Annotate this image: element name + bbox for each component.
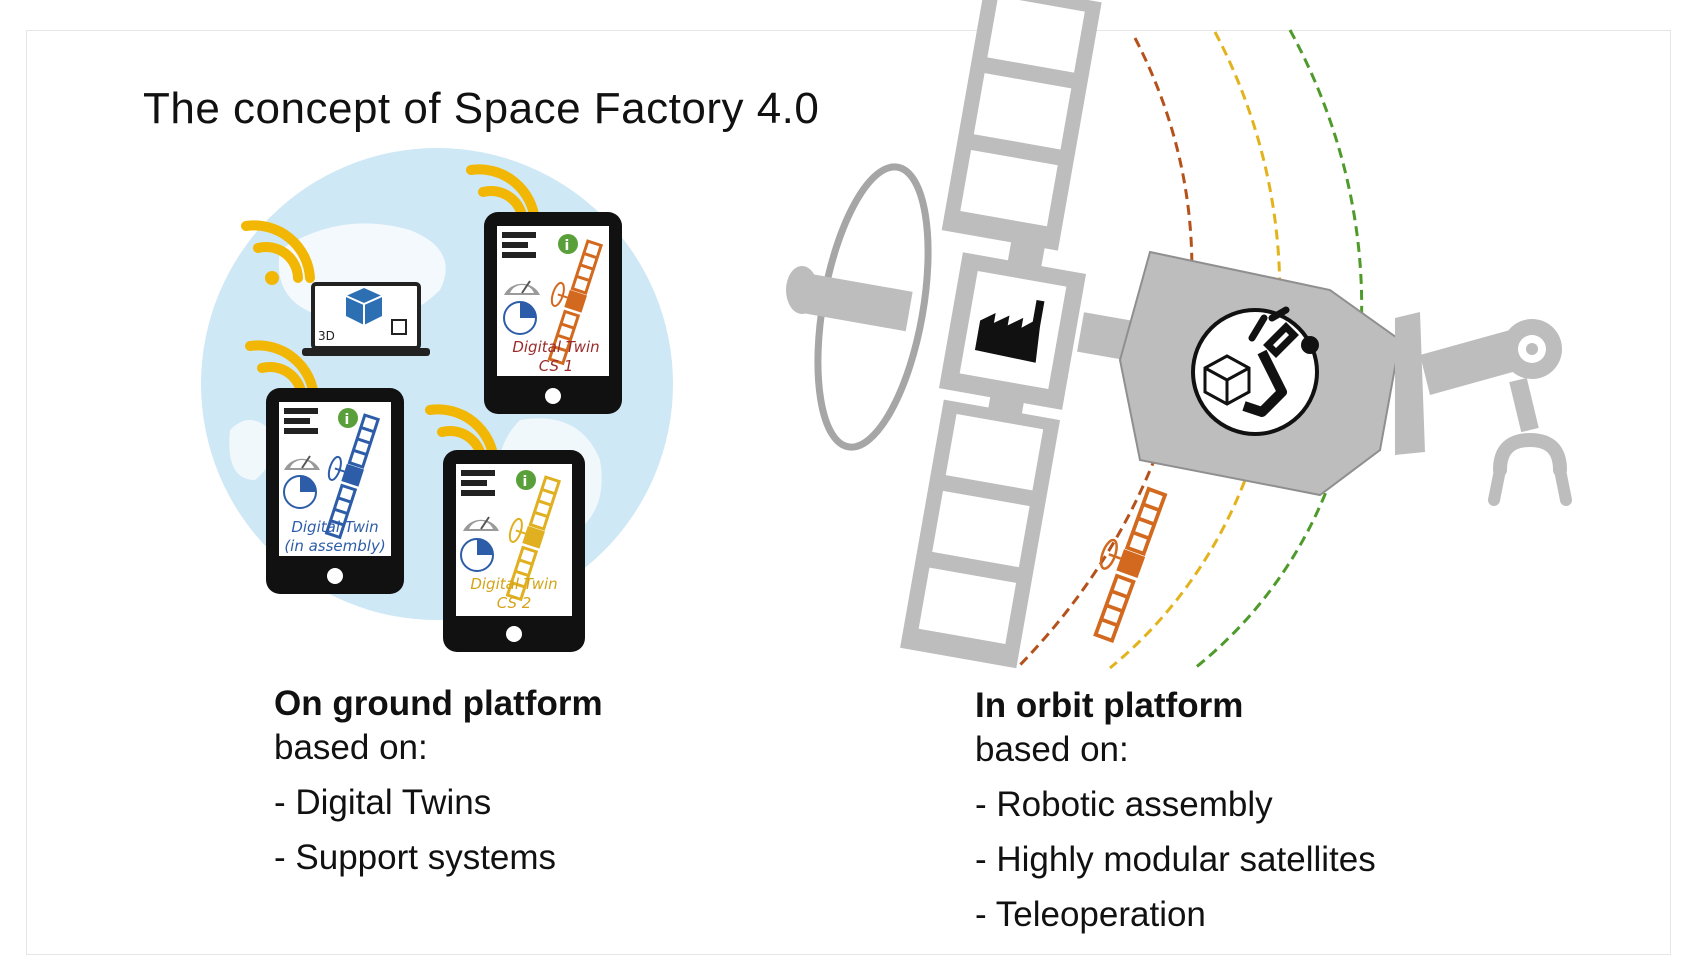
small-satellite-icon [1073,479,1170,644]
list-item: - Teleoperation [975,895,1206,934]
robot-arm-icon [1242,349,1287,417]
svg-text:i: i [345,412,350,428]
list-item: - Digital Twins [274,783,492,822]
ground-platform-list: - Digital Twins - Support systems [274,781,603,880]
tablet-digital-twin-assembly: i Digital Twin (in assembly) [266,388,404,594]
twin-cs2-sublabel: CS 2 [497,594,532,612]
list-item: - Robotic assembly [975,785,1273,824]
list-item: - Highly modular satellites [975,840,1376,879]
gripper-icon [1493,432,1567,477]
orbit-platform-block: In orbit platform based on: - Robotic as… [975,684,1376,937]
twin-cs1-sublabel: CS 1 [539,357,574,375]
ground-platform-heading: On ground platform [274,684,603,723]
ground-platform-subheading: based on: [274,728,428,767]
orbit-platform-heading: In orbit platform [975,686,1244,725]
info-icon [558,234,578,254]
laptop: 3D [302,282,430,356]
ground-platform-block: On ground platform based on: - Digital T… [274,682,603,880]
space-factory-satellite [786,0,1572,669]
info-icon [338,408,358,428]
orbit-platform-list: - Robotic assembly - Highly modular sate… [975,783,1376,937]
factory-icon [974,299,1045,363]
solar-panel-lower [900,399,1061,669]
solar-panel-upper [941,0,1102,251]
svg-text:i: i [523,474,528,490]
list-item: - Support systems [274,838,557,877]
orbit-platform-subheading: based on: [975,730,1129,769]
tablet-digital-twin-cs1: i Digital Twin CS 1 [484,212,622,414]
twin-cs2-label: Digital Twin [470,575,557,593]
info-icon [516,470,536,490]
page-title: The concept of Space Factory 4.0 [143,84,820,133]
twin-cs1-label: Digital Twin [512,338,599,356]
twin-assembly-sublabel: (in assembly) [284,537,385,555]
twin-assembly-label: Digital Twin [291,518,378,536]
robotic-arm [1420,330,1520,395]
laptop-3d-label: 3D [318,329,335,343]
tablet-digital-twin-cs2: i Digital Twin CS 2 [443,450,585,652]
svg-text:i: i [565,238,570,254]
